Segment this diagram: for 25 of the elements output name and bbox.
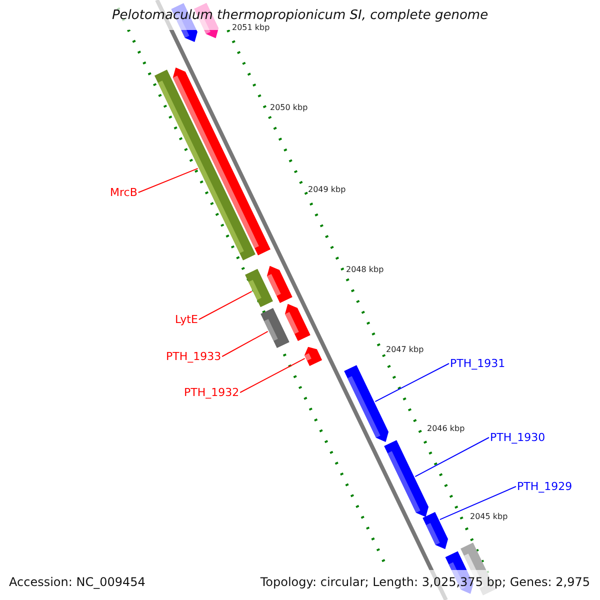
leader-line bbox=[439, 486, 516, 520]
scale-label: 2048 kbp bbox=[346, 265, 384, 275]
gene-label: MrcB bbox=[110, 186, 138, 199]
leader-line bbox=[198, 290, 252, 320]
scale-label: 2045 kbp bbox=[470, 512, 508, 522]
leader-line bbox=[374, 363, 450, 402]
scale-label: 2050 kbp bbox=[270, 103, 308, 113]
leader-line bbox=[240, 358, 306, 393]
scale-label: 2046 kbp bbox=[427, 424, 465, 434]
scale-label: 2047 kbp bbox=[386, 345, 424, 355]
accession-text: Accession: NC_009454 bbox=[9, 576, 146, 589]
title: Pelotomaculum thermopropionicum SI, complete genome bbox=[112, 8, 488, 23]
leader-line bbox=[414, 437, 490, 478]
genome-info-text: Topology: circular; Length: 3,025,375 bp; Genes: 2,975 bbox=[260, 576, 590, 589]
gene-label: LytE bbox=[175, 313, 198, 326]
gene-label: PTH_1929 bbox=[517, 480, 572, 493]
leader-line bbox=[138, 168, 198, 193]
scale-label: 2049 kbp bbox=[308, 185, 346, 195]
gene-label: PTH_1931 bbox=[450, 357, 506, 370]
scale-label: 2051 kbp bbox=[232, 23, 270, 33]
leader-line bbox=[222, 330, 268, 357]
gene-label: PTH_1932 bbox=[184, 386, 240, 399]
gene-feature bbox=[260, 308, 290, 348]
gene-label: PTH_1933 bbox=[166, 350, 222, 363]
gene-label: PTH_1930 bbox=[490, 431, 546, 444]
